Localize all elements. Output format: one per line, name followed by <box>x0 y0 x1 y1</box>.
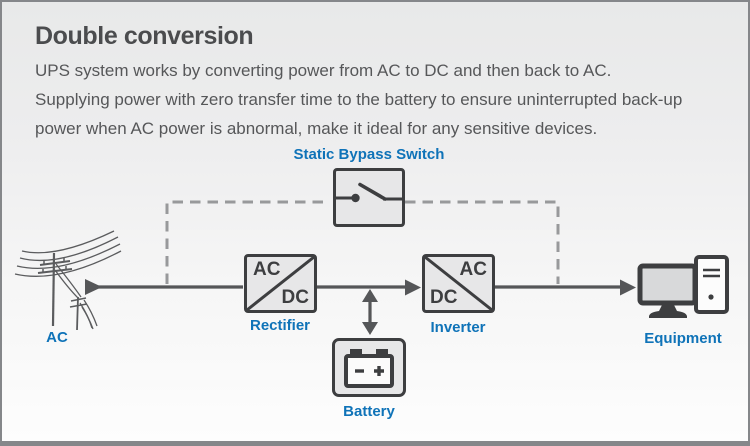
ac-source-label: AC <box>46 329 68 346</box>
rectifier-input-label: AC <box>253 259 281 280</box>
bypass-switch-box <box>333 168 405 227</box>
bypass-switch-label: Static Bypass Switch <box>293 146 445 163</box>
monitor-stand <box>649 305 687 318</box>
page-title: Double conversion <box>35 22 254 50</box>
tower-power-button <box>708 294 714 300</box>
battery-plus-symbol <box>374 366 384 376</box>
switch-pole-dot <box>351 193 360 203</box>
equipment-label: Equipment <box>644 330 722 347</box>
rectifier-diagonal <box>247 257 314 310</box>
description-line: Supplying power with zero transfer time … <box>35 90 683 109</box>
inverter-input-label: DC <box>430 287 458 308</box>
switch-blade <box>358 182 387 201</box>
rectifier-label: Rectifier <box>249 317 311 334</box>
diagram-canvas <box>14 200 729 335</box>
description-line: power when AC power is abnormal, make it… <box>35 119 598 138</box>
computer-icon <box>637 255 729 318</box>
battery-box <box>332 338 406 397</box>
battery-label: Battery <box>343 403 395 420</box>
tower-vents <box>703 268 720 278</box>
rectifier-box: AC DC <box>244 254 317 313</box>
power-lines-icon <box>14 230 122 331</box>
switch-symbol <box>336 182 402 203</box>
battery-arrow-up <box>362 289 378 302</box>
computer-tower <box>694 255 729 314</box>
inverter-output-label: AC <box>459 259 487 280</box>
battery-body <box>344 354 394 388</box>
arrow-into-equipment <box>620 279 636 296</box>
inverter-box: DC AC <box>422 254 495 313</box>
arrow-into-inverter <box>405 279 421 296</box>
inverter-label: Inverter <box>430 319 486 336</box>
arrow-from-source <box>85 279 102 295</box>
monitor-screen <box>637 263 698 306</box>
battery-arrow-down <box>362 322 378 335</box>
description-line: UPS system works by converting power fro… <box>35 61 612 80</box>
rectifier-output-label: DC <box>281 287 309 308</box>
battery-icon <box>344 349 394 388</box>
bypass-dashed-line-left <box>165 200 329 284</box>
inverter-diagonal <box>425 257 492 310</box>
description-paragraph: UPS system works by converting power fro… <box>35 56 725 143</box>
